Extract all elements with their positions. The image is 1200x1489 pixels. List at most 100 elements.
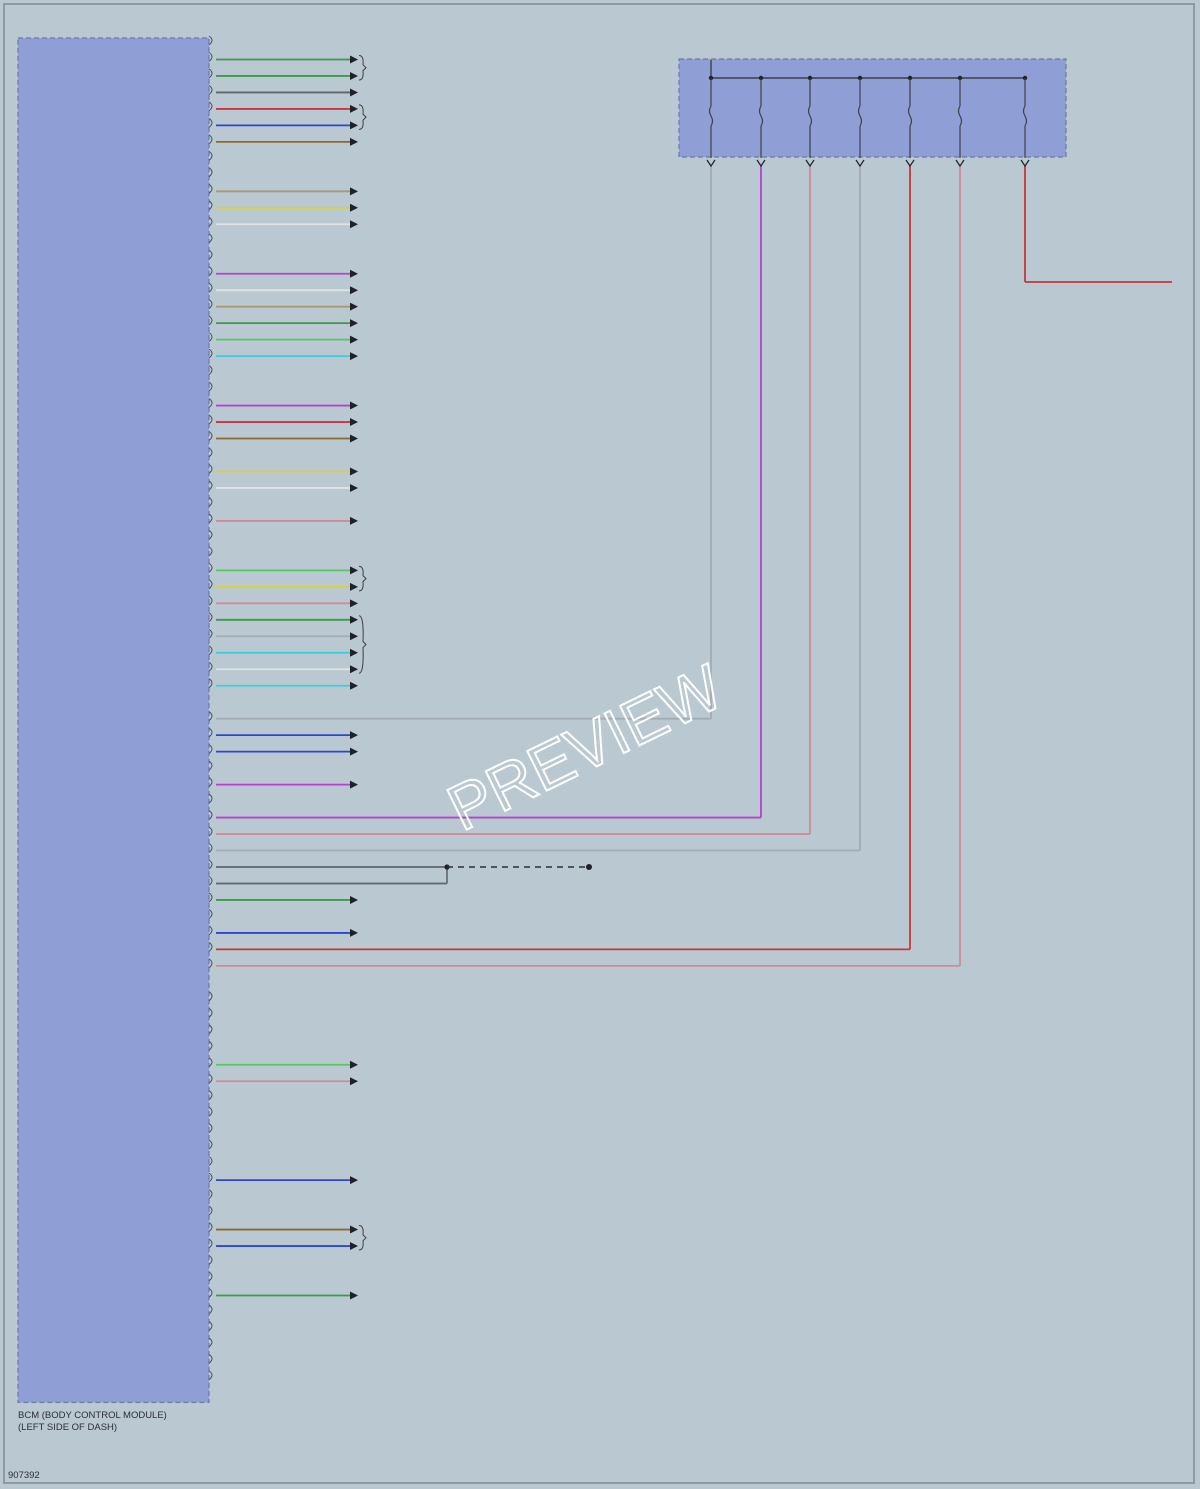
pin-bracket: [208, 1321, 213, 1331]
wire-arrow: [350, 319, 358, 328]
bcm-module-box: [17, 37, 210, 1403]
pin-bracket: [208, 1172, 213, 1183]
pin-bracket: [208, 348, 213, 359]
wire-arrow: [350, 665, 358, 674]
pin-bracket: [208, 68, 213, 79]
pin-bracket: [208, 365, 213, 375]
pin-bracket: [208, 1057, 213, 1068]
pin-bracket: [208, 941, 213, 952]
pin-bracket: [208, 727, 213, 738]
pin-bracket: [208, 101, 213, 112]
pin-bracket: [208, 85, 213, 95]
pin-bracket: [208, 678, 213, 689]
wire-arrow: [350, 88, 358, 97]
destination-brace: [358, 565, 367, 592]
pin-bracket: [208, 777, 213, 787]
fuse-icon: [857, 105, 863, 127]
wire-arrow: [350, 780, 358, 789]
pin-bracket: [208, 1007, 213, 1018]
pin-bracket: [208, 991, 213, 1002]
pin-bracket: [208, 1090, 213, 1101]
fuse-icon: [758, 105, 764, 127]
wire-arrow: [350, 928, 358, 937]
wire-arrow: [350, 71, 358, 80]
pin-bracket: [208, 233, 213, 244]
wire-arrow: [350, 418, 358, 427]
pin-bracket: [208, 1238, 213, 1249]
pin-bracket: [208, 793, 213, 804]
wire-arrow: [350, 1060, 358, 1069]
pin-bracket: [208, 1040, 213, 1051]
pin-bracket: [208, 1106, 213, 1117]
wire-layer: [216, 54, 1172, 1300]
pin-bracket: [208, 744, 213, 755]
pin-bracket: [208, 398, 213, 408]
pin-bracket: [208, 711, 213, 722]
destination-brace: [358, 615, 367, 674]
pin-bracket: [208, 1205, 213, 1216]
pin-bracket: [208, 546, 213, 557]
pin-bracket: [208, 579, 213, 590]
pin-bracket: [208, 431, 213, 441]
fuse-terminal: [1020, 159, 1030, 168]
fuse-icon: [708, 105, 714, 127]
pin-bracket: [208, 1073, 213, 1084]
fuse-terminal: [706, 159, 716, 168]
pin-bracket: [208, 628, 213, 639]
preview-watermark: PREVIEW: [437, 650, 734, 844]
pin-bracket: [208, 117, 213, 128]
pin-bracket: [208, 529, 213, 540]
wire-arrow: [350, 467, 358, 476]
pin-bracket: [208, 661, 213, 672]
fuse-block: [678, 58, 1067, 168]
wire-arrow: [350, 648, 358, 657]
fuse-icon: [807, 105, 813, 127]
wire-arrow: [350, 599, 358, 608]
wire-arrow: [350, 1291, 358, 1300]
wire-arrow: [350, 401, 358, 410]
module-name: BCM (BODY CONTROL MODULE): [18, 1410, 167, 1421]
pin-bracket: [208, 612, 213, 623]
pin-bracket: [208, 414, 213, 425]
pin-bracket: [208, 282, 213, 293]
pin-bracket: [208, 381, 213, 392]
pin-bracket: [208, 760, 213, 771]
wire-arrow: [350, 269, 358, 278]
pin-bracket: [208, 1156, 213, 1167]
pin-bracket: [208, 909, 213, 919]
pin-bracket: [208, 595, 213, 606]
pin-bracket: [208, 958, 213, 969]
wire-arrow: [350, 302, 358, 311]
fuse-terminal: [855, 159, 865, 168]
pin-bracket: [208, 52, 213, 62]
pin-bracket: [208, 249, 213, 260]
wire-arrow: [350, 137, 358, 146]
wire-arrow: [350, 483, 358, 492]
wire-arrow: [350, 516, 358, 525]
pin-bracket: [208, 464, 213, 474]
pin-bracket: [208, 167, 213, 178]
wire-arrow: [350, 335, 358, 344]
wire-arrow: [350, 615, 358, 624]
fuse-terminal: [905, 159, 915, 168]
bcm-module: [17, 35, 213, 1403]
pin-bracket: [208, 299, 213, 310]
pin-bracket: [208, 1139, 213, 1150]
pin-bracket: [208, 1189, 213, 1199]
wire-arrow: [350, 434, 358, 443]
destination-brace: [358, 54, 367, 81]
pin-bracket: [208, 1255, 213, 1265]
wire-arrow: [350, 895, 358, 904]
pin-bracket: [208, 1337, 213, 1348]
wire-arrow: [350, 1077, 358, 1086]
wire-arrow: [350, 1176, 358, 1185]
pin-bracket: [208, 925, 213, 936]
pin-bracket: [208, 859, 213, 870]
wire-arrow: [350, 747, 358, 756]
fuse-terminal: [805, 159, 815, 168]
pin-bracket: [208, 150, 213, 161]
pin-bracket: [208, 134, 213, 145]
fuse-icon: [1022, 105, 1028, 127]
